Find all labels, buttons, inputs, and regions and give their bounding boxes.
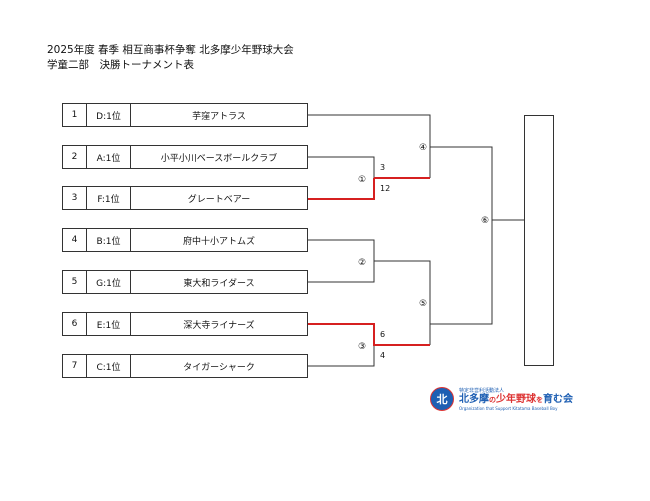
organization-logo: 北 特定非営利活動法人 北多摩の少年野球を育む会 Organization th… — [430, 387, 573, 411]
team-seed: G:1位 — [87, 271, 131, 293]
team-name: 深大寺ライナーズ — [183, 320, 255, 331]
match-label-4: ④ — [419, 143, 427, 153]
winner-line — [308, 323, 430, 346]
team-number: 3 — [63, 187, 87, 209]
logo-icon: 北 — [430, 387, 454, 411]
team-seed: F:1位 — [87, 187, 131, 209]
bracket-line — [308, 156, 375, 178]
score-m3-top: 6 — [380, 330, 385, 339]
page-title: 2025年度 春季 相互商事杯争奪 北多摩少年野球大会 — [47, 44, 294, 56]
logo-title: 北多摩の少年野球を育む会 — [459, 393, 573, 405]
team-row-3: 3 F:1位 グレートベアー — [62, 186, 308, 210]
bracket-line — [374, 260, 431, 303]
page-subtitle: 学童二部 決勝トーナメント表 — [47, 59, 194, 71]
team-number: 1 — [63, 104, 87, 126]
team-number: 2 — [63, 146, 87, 168]
match-label-2: ② — [358, 258, 366, 268]
champion-box — [524, 115, 554, 366]
team-name: 東大和ライダース — [183, 278, 255, 289]
team-name: 府中十小アトムズ — [182, 236, 255, 247]
team-name: タイガーシャーク — [183, 362, 255, 373]
winner-line — [308, 178, 375, 200]
team-seed: C:1位 — [87, 355, 131, 377]
bracket-line — [308, 114, 431, 178]
team-row-6: 6 E:1位 深大寺ライナーズ — [62, 312, 308, 336]
match-label-5: ⑤ — [419, 299, 427, 309]
match-label-1: ① — [358, 175, 366, 185]
score-m1-bottom: 12 — [380, 184, 390, 193]
team-seed: E:1位 — [87, 313, 131, 335]
logo-subtitle: 特定非営利活動法人 — [459, 387, 505, 394]
team-number: 4 — [63, 229, 87, 251]
team-number: 5 — [63, 271, 87, 293]
team-name: グレートベアー — [187, 194, 251, 205]
team-row-1: 1 D:1位 芋窪アトラス — [62, 103, 308, 127]
team-number: 7 — [63, 355, 87, 377]
bracket-line — [430, 146, 493, 325]
team-row-2: 2 A:1位 小平小川ベースボールクラブ — [62, 145, 308, 169]
logo-english: Organization that Support Kitatama Baseb… — [459, 405, 558, 411]
team-row-7: 7 C:1位 タイガーシャーク — [62, 354, 308, 378]
match-label-6: ⑥ — [481, 216, 489, 226]
team-number: 6 — [63, 313, 87, 335]
team-seed: B:1位 — [87, 229, 131, 251]
match-label-3: ③ — [358, 342, 366, 352]
team-seed: D:1位 — [87, 104, 131, 126]
team-row-5: 5 G:1位 東大和ライダース — [62, 270, 308, 294]
team-row-4: 4 B:1位 府中十小アトムズ — [62, 228, 308, 252]
score-m3-bottom: 4 — [380, 351, 385, 360]
team-seed: A:1位 — [87, 146, 131, 168]
score-m1-top: 3 — [380, 163, 385, 172]
team-name: 小平小川ベースボールクラブ — [160, 153, 278, 164]
team-name: 芋窪アトラス — [192, 111, 246, 122]
